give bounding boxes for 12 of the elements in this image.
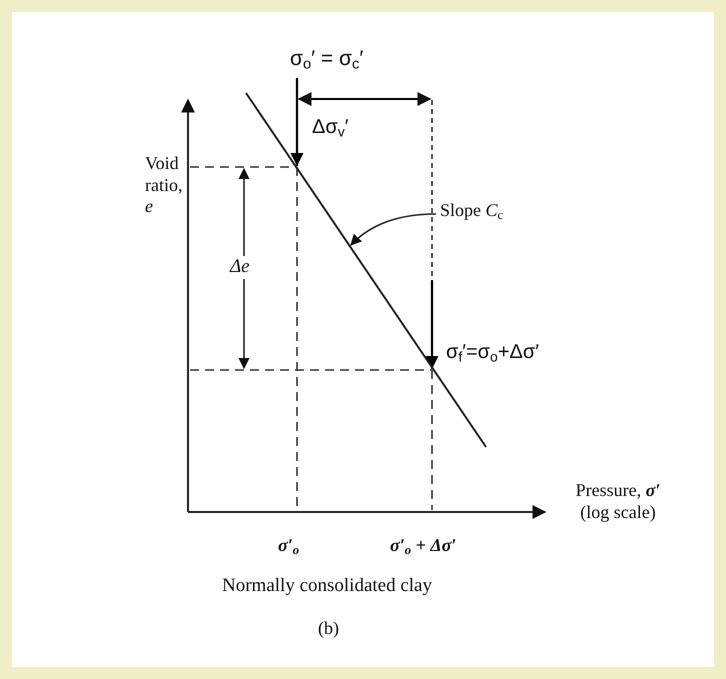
axis-label: σ′$_{o}$ bbox=[278, 535, 300, 558]
caption: Normally consolidated clay bbox=[222, 575, 432, 598]
axis-label: σ$_{o}$′ = σ$_{c}$′ bbox=[290, 46, 364, 74]
axis-label: σ$_{f}$′=σ$_{o}$+Δσ′ bbox=[446, 340, 539, 366]
axis-label: Pressure, σ′ (log scale) bbox=[574, 480, 662, 524]
slope-label: Slope C$_{c}$ bbox=[440, 200, 504, 224]
axis-label: (b) bbox=[318, 618, 339, 640]
axis-label: Δσ$_{v}$′ bbox=[312, 115, 348, 140]
axis-label: Δe bbox=[230, 256, 250, 279]
axis-label: Void ratio, e bbox=[145, 153, 184, 218]
leader-line bbox=[350, 213, 436, 246]
axis-label: σ′$_{o}$ + Δσ′ bbox=[390, 535, 456, 558]
